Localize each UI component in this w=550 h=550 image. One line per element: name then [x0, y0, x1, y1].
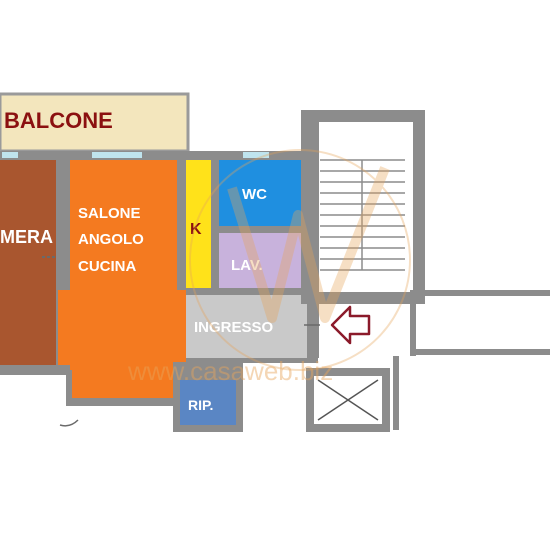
wall-bottom-ingresso [186, 358, 318, 363]
salone-label-line3: CUCINA [78, 258, 136, 275]
watermark-logo [189, 149, 411, 371]
window-1 [2, 152, 18, 158]
wall-salone-k [177, 160, 186, 290]
rip-room [180, 380, 236, 425]
door-arc-bottom-left [59, 419, 79, 427]
kitchen-area [186, 160, 211, 290]
camera-label: MERA [0, 227, 53, 247]
salone-label-line2: ANGOLO [78, 231, 144, 248]
wc-room [219, 160, 307, 226]
stair-steps [320, 159, 405, 271]
rip-label: RIP. [188, 397, 213, 413]
elevator-cross-2 [317, 379, 379, 421]
balcone-label: BALCONE [4, 108, 113, 133]
window-3 [243, 152, 269, 158]
wall-top-left [0, 151, 315, 160]
stair-core-outer [301, 110, 425, 304]
k-label: K [190, 221, 202, 238]
stair-core-inner [319, 128, 407, 286]
salone-label-line1: SALONE [78, 205, 141, 222]
wall-salone-left-low [66, 370, 72, 406]
balcone-area [0, 92, 190, 153]
wall-camera-bottom [0, 365, 70, 375]
ingresso-room [186, 295, 307, 358]
window-2 [92, 152, 142, 158]
watermark-text: www.casaweb.biz [127, 356, 333, 386]
lav-label: LAV. [231, 257, 263, 274]
wall-above-ingresso [186, 288, 307, 295]
ingresso-label: INGRESSO [194, 319, 274, 336]
salone-notch [58, 290, 72, 365]
wall-wc-lav [219, 226, 307, 233]
lav-room [219, 233, 307, 288]
camera-room [0, 160, 56, 367]
wall-k-wc [211, 160, 219, 290]
wall-salone-bottom [70, 398, 180, 406]
salone-room [70, 160, 186, 400]
entrance-arrow-icon [330, 305, 371, 345]
wc-label: WC [242, 186, 267, 203]
